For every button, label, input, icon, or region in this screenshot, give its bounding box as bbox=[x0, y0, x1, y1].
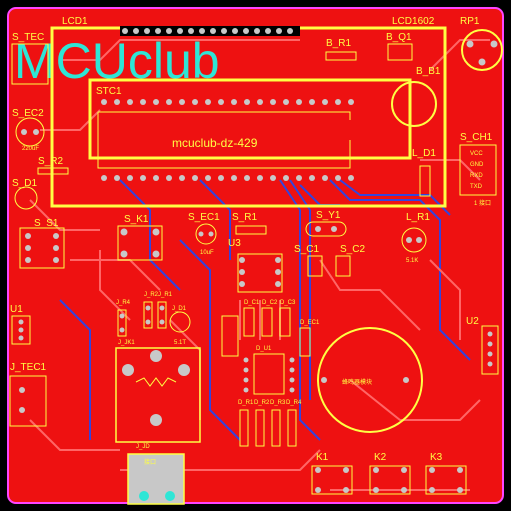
s-ch1-pin-vcc: VCC bbox=[470, 151, 483, 157]
j-jd-label: J_JD bbox=[136, 444, 150, 450]
mcu-pins-bottom bbox=[101, 175, 354, 181]
s-d1-outline bbox=[14, 186, 38, 210]
u3-outline bbox=[237, 253, 283, 293]
d-u1-outline bbox=[253, 353, 285, 395]
j-jk1-label: J_JK1 bbox=[118, 340, 135, 346]
b-q1-label: B_Q1 bbox=[386, 32, 412, 43]
s-ch1-pin-gnd: GND bbox=[470, 162, 484, 168]
pot-outline bbox=[115, 347, 201, 443]
stc1-label: STC1 bbox=[96, 86, 122, 97]
s-r1-outline bbox=[235, 225, 267, 235]
k1-label: K1 bbox=[316, 452, 329, 463]
l-r1-label: L_R1 bbox=[406, 212, 430, 223]
b-r1-outline bbox=[325, 51, 357, 61]
d-c1-label: D_C1 bbox=[244, 300, 260, 306]
board-substrate bbox=[7, 7, 504, 504]
l-d1-label: L_D1 bbox=[412, 148, 436, 159]
s-ch1-pin-rxd: RXD bbox=[470, 173, 483, 179]
part-number-text: mcuclub-dz-429 bbox=[172, 136, 258, 150]
j-r2-label: J_R2 bbox=[144, 292, 159, 298]
terminal-text: 接口 bbox=[144, 458, 156, 466]
l-r1-value: 5.1K bbox=[406, 258, 418, 264]
s-ec1-label: S_EC1 bbox=[188, 212, 220, 223]
d-r4-label: D_R4 bbox=[286, 400, 302, 406]
s-ch1-label: S_CH1 bbox=[460, 132, 493, 143]
s-s1-label: S_S1 bbox=[34, 218, 59, 229]
l-r1-outline bbox=[401, 227, 427, 253]
d-c3-label: D_C3 bbox=[280, 300, 296, 306]
buzzer-text: 蜂鸣器模块 bbox=[342, 378, 372, 386]
u2-outline bbox=[481, 325, 499, 375]
d-ec1-label: D_EC1 bbox=[300, 320, 320, 326]
u1-outline bbox=[11, 315, 31, 345]
s-d1-label: S_D1 bbox=[12, 178, 37, 189]
s-ec2-value: 220uF bbox=[22, 146, 39, 152]
s-ch1-pin-txd: TXD bbox=[470, 184, 483, 190]
b-q1-outline bbox=[387, 43, 413, 61]
d-c2-label: D_C2 bbox=[262, 300, 278, 306]
s-k1-outline bbox=[117, 225, 163, 261]
k3-outline bbox=[425, 465, 467, 495]
s-k1-label: S_K1 bbox=[124, 214, 149, 225]
u2-label: U2 bbox=[466, 316, 479, 327]
rp1-label: RP1 bbox=[460, 16, 480, 27]
s-c2-outline bbox=[335, 255, 351, 277]
d-r2-label: D_R2 bbox=[254, 400, 270, 406]
s-y1-label: S_Y1 bbox=[316, 210, 341, 221]
j-d1-value: 5.1T bbox=[174, 340, 186, 346]
b-b1-label: B_B1 bbox=[416, 66, 441, 77]
s-r2-outline bbox=[37, 167, 69, 175]
s-r1-label: S_R1 bbox=[232, 212, 257, 223]
bottom-traces bbox=[59, 179, 471, 441]
j-d1-label: J_D1 bbox=[172, 306, 187, 312]
j-r1-label: J_R1 bbox=[158, 292, 173, 298]
u3-label: U3 bbox=[228, 238, 241, 249]
buzzer-outline bbox=[317, 327, 423, 433]
d-r3-label: D_R3 bbox=[270, 400, 286, 406]
s-ec1-value: 10uF bbox=[200, 250, 214, 256]
j-r4-label: J_R4 bbox=[116, 300, 131, 306]
s-ec1-outline bbox=[195, 223, 217, 245]
s-c2-label: S_C2 bbox=[340, 244, 365, 255]
k2-label: K2 bbox=[374, 452, 387, 463]
s-y1-outline bbox=[305, 221, 347, 237]
s-tec-label: S_TEC bbox=[12, 32, 44, 43]
s-ch1-outline bbox=[459, 144, 497, 196]
s-c1-outline bbox=[307, 255, 323, 277]
s-s1-outline bbox=[19, 227, 65, 269]
s-r2-label: S_R2 bbox=[38, 156, 63, 167]
d-u1-label: D_U1 bbox=[256, 346, 272, 352]
mcu-pins-top bbox=[101, 99, 354, 105]
mcu-outline bbox=[88, 78, 412, 160]
j-tec1-outline bbox=[9, 375, 47, 427]
lcd1-label: LCD1 bbox=[62, 16, 88, 27]
u1-label: U1 bbox=[10, 304, 23, 315]
s-ch1-port-text: 1 接口 bbox=[474, 199, 491, 207]
mcu-body bbox=[97, 111, 351, 169]
b-r1-label: B_R1 bbox=[326, 38, 351, 49]
k1-outline bbox=[311, 465, 353, 495]
rp1-outline bbox=[461, 29, 503, 71]
s-tec-outline bbox=[11, 43, 49, 85]
s-c1-label: S_C1 bbox=[294, 244, 319, 255]
l-d1-outline bbox=[419, 165, 431, 197]
d-r1-label: D_R1 bbox=[238, 400, 254, 406]
s-ec2-outline bbox=[15, 117, 45, 147]
lcd-header-pads bbox=[120, 26, 300, 36]
j-tec1-label: J_TEC1 bbox=[10, 362, 47, 373]
k3-label: K3 bbox=[430, 452, 443, 463]
k2-outline bbox=[369, 465, 411, 495]
lcd1602-label: LCD1602 bbox=[392, 16, 435, 27]
b-b1-outline bbox=[391, 81, 437, 127]
s-ec2-label: S_EC2 bbox=[12, 108, 44, 119]
